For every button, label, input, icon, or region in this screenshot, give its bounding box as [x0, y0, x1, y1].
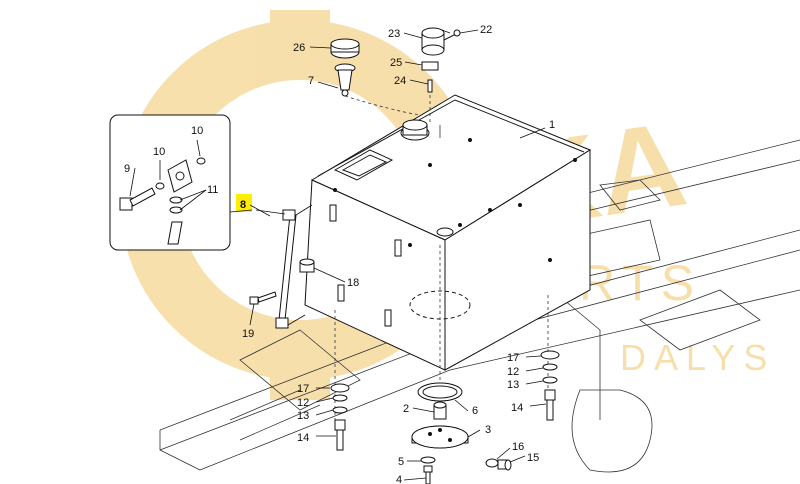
callout-23: 23 — [388, 28, 400, 40]
drain-plug[interactable] — [485, 458, 512, 471]
fuel-cap[interactable] — [330, 38, 360, 59]
callout-12b: 12 — [507, 366, 519, 378]
callout-14b: 14 — [511, 402, 523, 414]
callout-14a: 14 — [297, 432, 309, 444]
callout-24: 24 — [394, 75, 406, 87]
callout-4: 4 — [396, 474, 402, 484]
callout-7: 7 — [308, 75, 314, 87]
callout-25: 25 — [390, 57, 402, 69]
fitting-18[interactable] — [299, 258, 315, 273]
mount-left[interactable] — [330, 383, 350, 451]
callout-labels: 1 2 3 4 5 6 7 8 9 10 10 11 12 12 13 13 1… — [124, 24, 555, 484]
callout-6: 6 — [472, 405, 478, 417]
level-gauge[interactable] — [275, 204, 313, 329]
callout-2: 2 — [403, 403, 409, 415]
fuel-tank[interactable] — [304, 94, 592, 420]
callout-5: 5 — [398, 456, 404, 468]
strainer[interactable] — [334, 63, 356, 97]
callout-22: 22 — [480, 24, 492, 36]
bolt-19[interactable] — [249, 291, 277, 305]
gasket[interactable] — [421, 61, 439, 71]
callout-19: 19 — [242, 328, 254, 340]
mount-right[interactable] — [540, 350, 560, 421]
bolt-icon — [119, 187, 156, 211]
watermark-line3: DALYS — [620, 337, 775, 378]
callout-18: 18 — [347, 277, 359, 289]
callout-26: 26 — [293, 42, 305, 54]
screw-24[interactable] — [427, 79, 433, 93]
callout-12a: 12 — [297, 397, 309, 409]
callout-10b: 10 — [191, 125, 203, 137]
callout-15: 15 — [527, 452, 539, 464]
callout-13a: 13 — [297, 410, 309, 422]
callout-16: 16 — [512, 441, 524, 453]
callout-9: 9 — [124, 163, 130, 175]
chassis-frame — [159, 139, 800, 473]
callout-13b: 13 — [507, 379, 519, 391]
sender-unit[interactable] — [421, 27, 461, 56]
callout-3: 3 — [485, 424, 491, 436]
bolt-4[interactable] — [420, 456, 436, 484]
detail-inset — [109, 114, 231, 251]
callout-1: 1 — [549, 119, 555, 131]
callout-10a: 10 — [153, 146, 165, 158]
leader-lines — [129, 29, 547, 481]
callout-8: 8 — [240, 199, 246, 211]
drain-assembly[interactable] — [411, 382, 469, 449]
callout-17b: 17 — [507, 352, 519, 364]
callout-17a: 17 — [297, 383, 309, 395]
callout-11: 11 — [207, 184, 218, 196]
callout-8-highlight — [236, 194, 252, 212]
